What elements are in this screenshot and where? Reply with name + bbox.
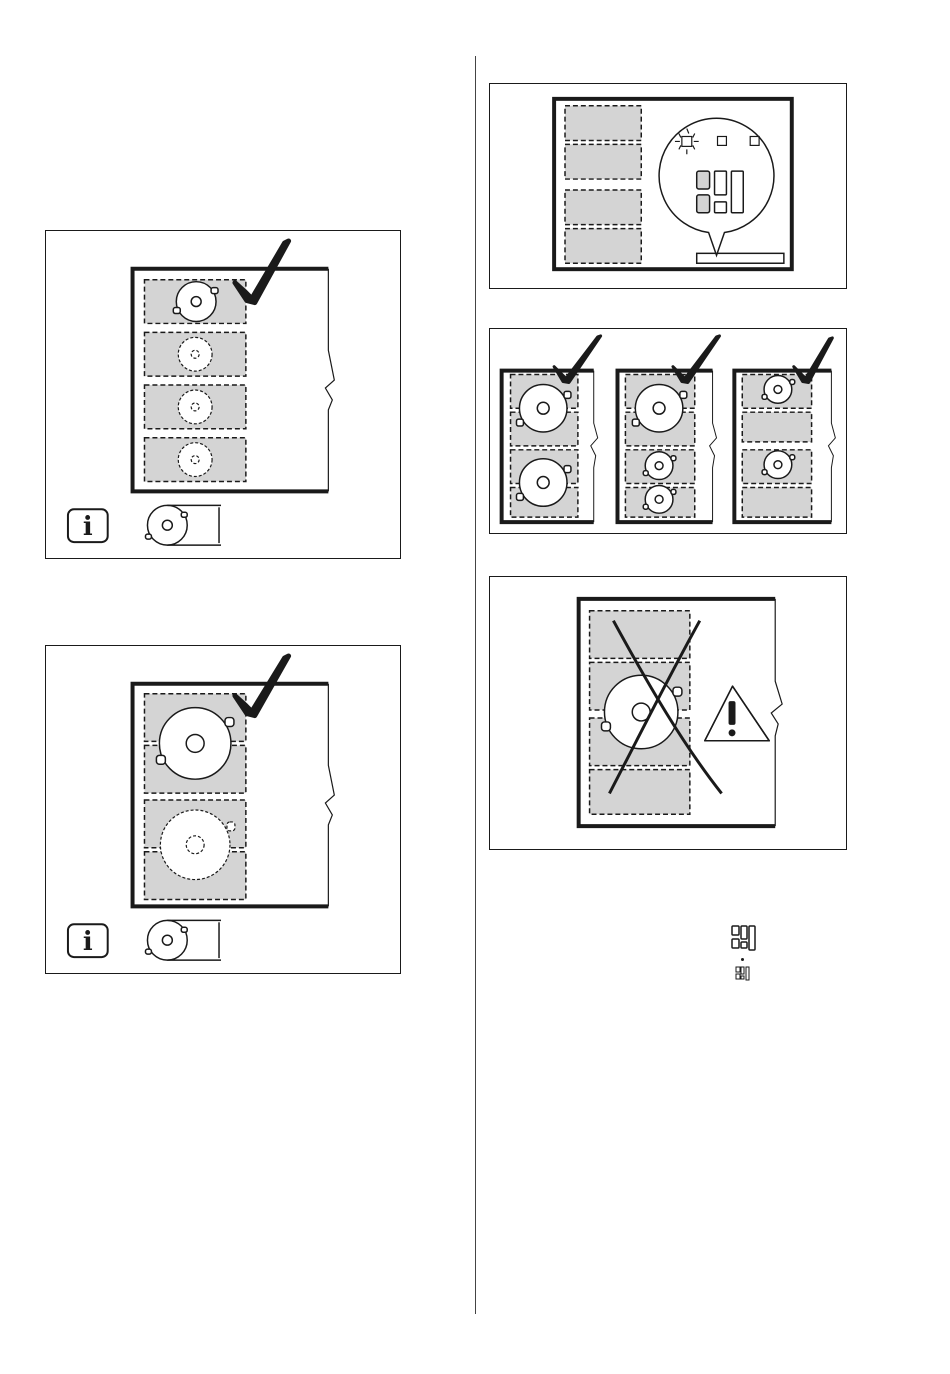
figure-bridged-zone-pots-drawing: i (46, 646, 400, 973)
figure-incorrect-placement-drawing (490, 577, 846, 849)
figure-control-panel-zoom-drawing (490, 84, 846, 288)
cooking-zones (565, 106, 641, 263)
hob-broken-edge (771, 599, 782, 826)
zone-layout-icon-large (730, 924, 758, 952)
pot-dashed (178, 337, 212, 476)
hob-panel-1 (502, 371, 598, 523)
figure-three-correct-placements (489, 328, 847, 534)
pot-size-icon (145, 920, 221, 960)
hob-panel-2 (617, 371, 716, 523)
figure-three-correct-placements-drawing (490, 329, 846, 533)
info-icon: i (68, 509, 108, 542)
hob-broken-edge (325, 269, 334, 492)
svg-text:i: i (83, 512, 93, 542)
zone-layout-icon-small (735, 966, 751, 982)
control-strip (697, 253, 784, 263)
hob-panel-3 (734, 371, 835, 523)
figure-bridged-zone-pots: i (45, 645, 401, 974)
figure-incorrect-placement (489, 576, 847, 850)
figure-single-zone-pots-drawing: i (46, 231, 400, 558)
svg-text:i: i (83, 927, 93, 957)
figure-single-zone-pots: i (45, 230, 401, 559)
figure-control-panel-zoom (489, 83, 847, 289)
column-divider (475, 56, 476, 1314)
checkmark-icon (235, 241, 289, 303)
hob-broken-edge (325, 684, 334, 907)
checkmark-icon (794, 338, 833, 383)
warning-icon (705, 686, 770, 741)
separator-dot (741, 958, 744, 961)
info-icon: i (68, 924, 108, 957)
pot-size-icon (145, 505, 221, 545)
